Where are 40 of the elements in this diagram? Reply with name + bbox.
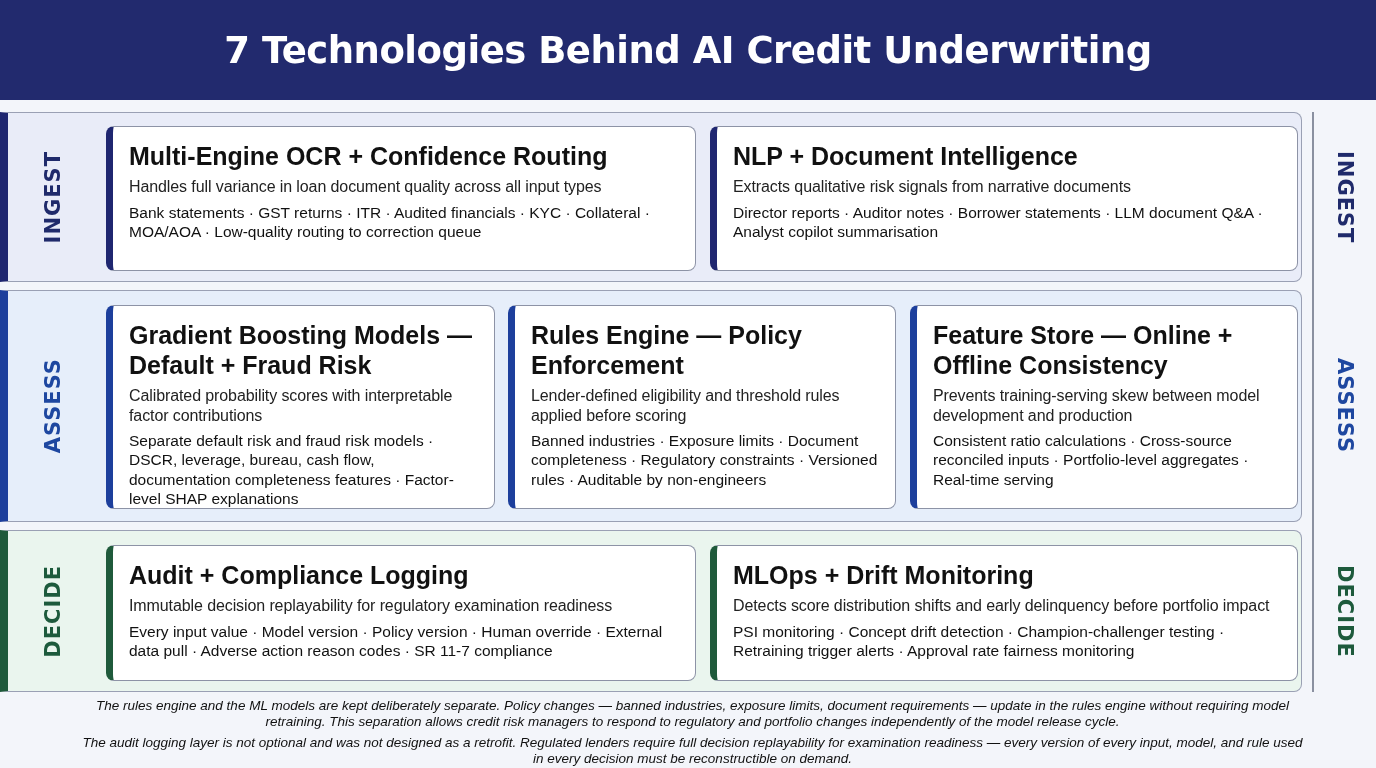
diagram-title: 7 Technologies Behind AI Credit Underwriting (224, 28, 1152, 72)
card-title: Audit + Compliance Logging (129, 560, 469, 590)
layer-band (0, 290, 1302, 522)
card-description: Calibrated probability scores with interpretable factor contributions (129, 386, 454, 426)
layer-label: ASSESS (41, 358, 65, 454)
technology-card (508, 305, 896, 509)
card-title: Gradient Boosting Models — Default + Fraud Risk (129, 320, 474, 380)
technology-card (106, 305, 495, 509)
card-details: Consistent ratio calculations · Cross-source reconciled inputs · Portfolio-level aggregates · Real-time serving (933, 431, 1250, 490)
card-title: NLP + Document Intelligence (733, 141, 1078, 171)
technology-card (106, 126, 696, 271)
card-details: Every input value · Model version · Policy version · Human override · External data pull · Adverse action reason codes · SR 11-7 compliance (129, 621, 664, 661)
layer-label: DECIDE (1333, 564, 1357, 658)
layer-label: ASSESS (1333, 358, 1357, 454)
card-details: Bank statements · GST returns · ITR · Audited financials · KYC · Collateral · MOA/AOA · Low-quality routing to correction queue (129, 202, 651, 242)
technology-card (910, 305, 1298, 509)
card-title: Rules Engine — Policy Enforcement (531, 320, 803, 380)
footnote: The rules engine and the ML models are kept deliberately separate. Policy changes — banned industries, exposure limits, document requirements — update in the rules engine without requiring model retraining. This separation allows credit risk managers to respond to regulatory and portfolio changes independently of the model release cycle. (95, 698, 1291, 731)
layer-label: INGEST (1333, 150, 1357, 244)
card-details: Separate default risk and fraud risk models · DSCR, leverage, bureau, cash flow, documentation completeness features · Factor-level SHAP explanations (129, 431, 455, 509)
technology-card (710, 126, 1298, 271)
footnote: The audit logging layer is not optional and was not designed as a retrofit. Regulated lenders require full decision replayability for examination readiness — every version of every input, model, and rule used in every decision must be reconstructible on demand. (81, 734, 1304, 768)
card-title: MLOps + Drift Monitoring (733, 560, 1034, 590)
card-description: Prevents training-serving skew between model development and production (933, 386, 1261, 426)
card-title: Feature Store — Online + Offline Consistency (933, 320, 1234, 380)
layer-label: INGEST (41, 150, 65, 244)
card-description: Extracts qualitative risk signals from narrative documents (733, 177, 1131, 197)
layer-band (0, 530, 1302, 692)
technology-card (106, 545, 696, 681)
technology-card (710, 545, 1298, 681)
card-description: Handles full variance in loan document quality across all input types (129, 177, 602, 197)
card-details: Banned industries · Exposure limits · Document completeness · Regulatory constraints · Versioned rules · Auditable by non-engineers (531, 431, 879, 490)
card-description: Immutable decision replayability for regulatory examination readiness (129, 596, 613, 616)
layer-label: DECIDE (41, 564, 65, 658)
layer-band (0, 112, 1302, 282)
card-details: PSI monitoring · Concept drift detection · Champion-challenger testing · Retraining trigger alerts · Approval rate fairness monitoring (733, 621, 1226, 661)
card-description: Detects score distribution shifts and early delinquency before portfolio impact (733, 596, 1270, 616)
card-title: Multi-Engine OCR + Confidence Routing (129, 141, 608, 171)
card-description: Lender-defined eligibility and threshold rules applied before scoring (531, 386, 841, 426)
card-details: Director reports · Auditor notes · Borrower statements · LLM document Q&A · Analyst copilot summarisation (733, 202, 1264, 242)
